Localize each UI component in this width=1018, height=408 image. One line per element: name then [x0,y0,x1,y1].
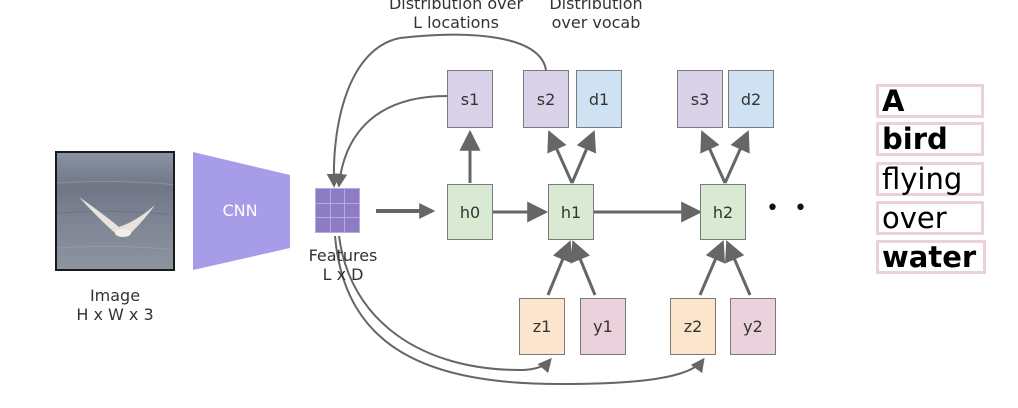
node-d2: d2 [728,70,774,128]
z1-to-h1-arrow [546,240,573,296]
image-label-line2: H x W x 3 [76,305,154,324]
features-label: Features L x D [293,246,393,284]
input-image [55,151,175,271]
h2-to-d2-arrow [723,130,750,184]
node-z1: z1 [519,298,565,355]
caption-word-1: A [876,84,984,118]
node-h1: h1 [548,184,594,240]
distribution-locations-label: Distribution over L locations [376,0,536,32]
y1-to-h1-arrow [570,240,597,296]
features-label-line1: Features [308,246,378,265]
node-d1: d1 [576,70,622,128]
s2-to-features-curve [326,33,547,188]
features-grid [315,188,360,233]
s1-to-features-curve [333,95,448,188]
features-to-z2-curve [334,235,705,386]
caption-word-4: over [876,201,984,235]
distribution-locations-line2: L locations [413,13,499,32]
distribution-vocab-label: Distribution over vocab [536,0,656,32]
node-y1: y1 [580,298,626,355]
distribution-vocab-line2: over vocab [551,13,641,32]
cnn-label: CNN [222,201,258,220]
image-label: Image H x W x 3 [45,286,185,324]
features-to-z1-curve [338,235,552,374]
caption-word-2: bird [876,122,984,156]
bird-photo [57,180,173,251]
image-label-line1: Image [89,286,141,305]
features-label-line2: L x D [322,265,364,284]
node-y2: y2 [730,298,776,355]
node-h2: h2 [700,184,746,240]
node-z2: z2 [670,298,716,355]
y2-to-h2-arrow [725,240,752,296]
distribution-vocab-line1: Distribution [549,0,643,13]
h1-to-s2-arrow [547,130,574,184]
h1-to-d1-arrow [570,130,597,184]
node-s3: s3 [677,70,723,128]
caption-word-5: water [876,240,986,274]
node-h0: h0 [447,184,493,240]
node-s2: s2 [523,70,569,128]
ellipsis: • • [766,196,811,221]
node-s1: s1 [447,70,493,128]
h2-to-s3-arrow [700,130,727,184]
caption-word-3: flying [876,162,984,196]
distribution-locations-line1: Distribution over [388,0,524,13]
z2-to-h2-arrow [698,240,725,296]
